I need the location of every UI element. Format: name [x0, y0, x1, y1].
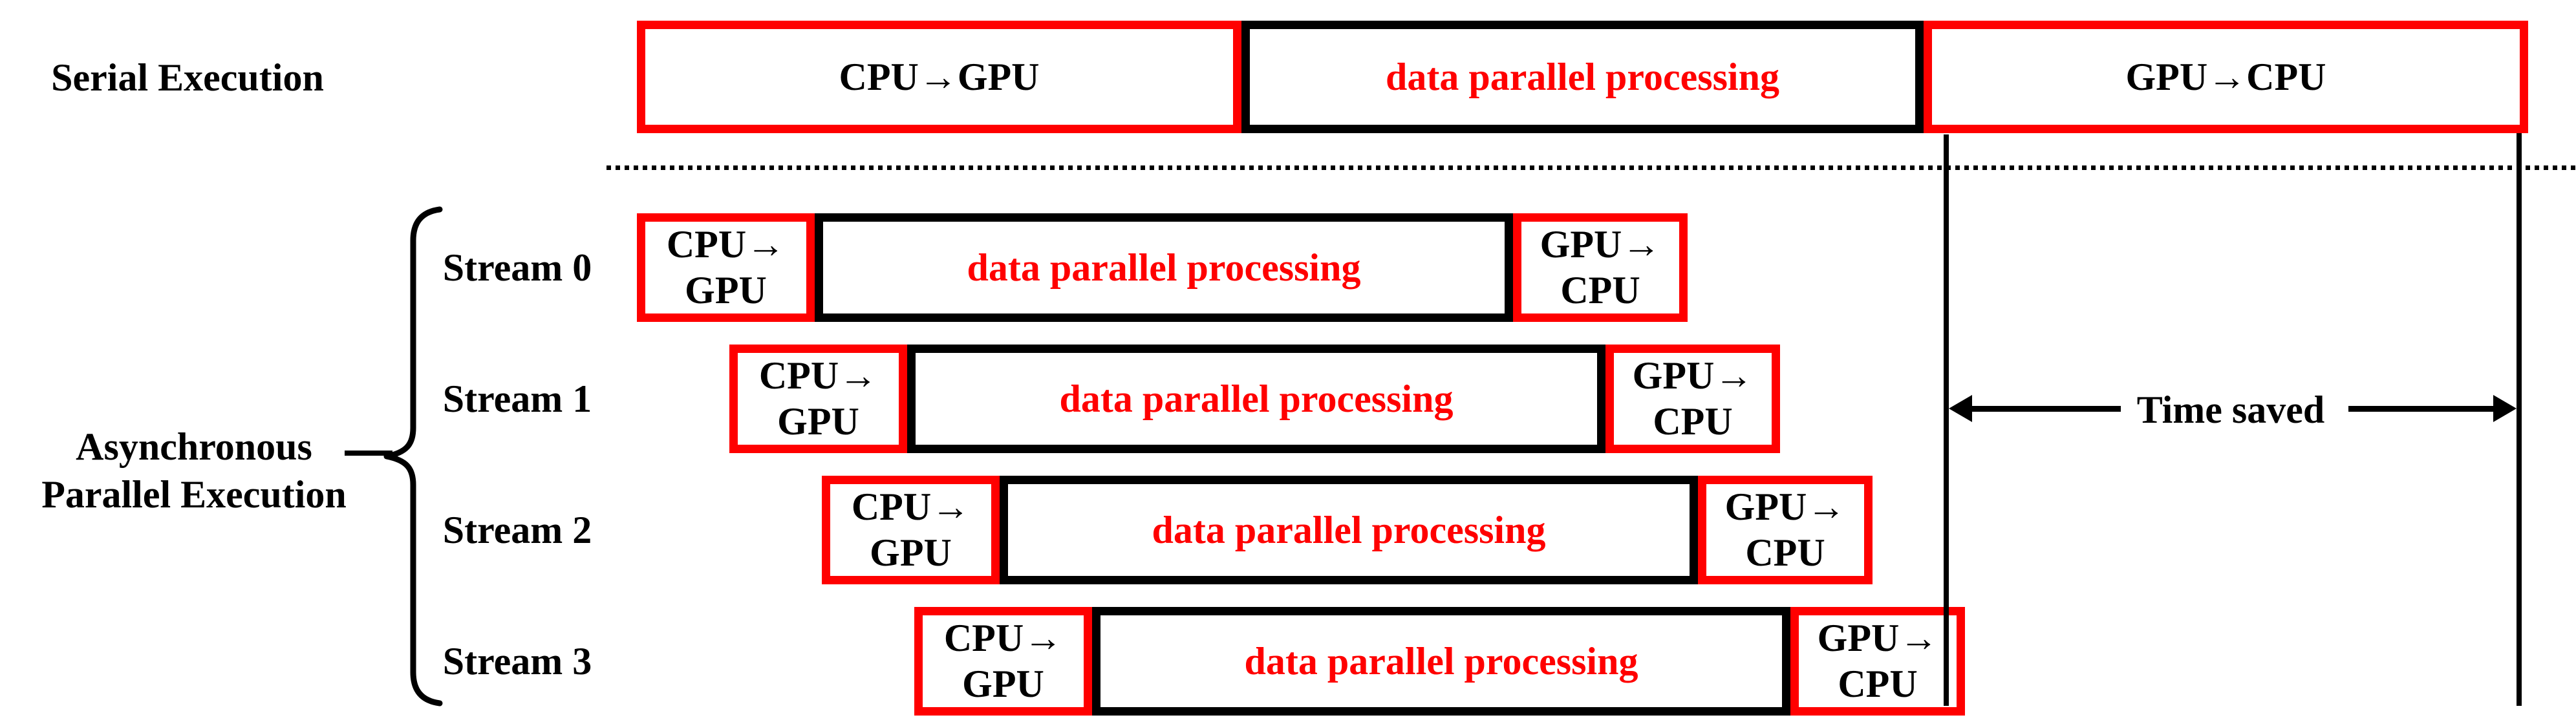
- h2d-line1: CPU→: [758, 354, 878, 397]
- stream-label-3: Stream 3: [442, 640, 592, 683]
- stream-label-0: Stream 0: [442, 246, 592, 289]
- d2h-line2: CPU: [1838, 663, 1918, 705]
- kernel-box-2: data parallel processing: [1000, 476, 1698, 584]
- serial-kernel-box: data parallel processing: [1241, 21, 1924, 133]
- h2d-line1: CPU→: [851, 485, 971, 528]
- h2d-box-1: CPU→ GPU: [729, 345, 907, 453]
- d2h-line1: GPU→: [1632, 354, 1754, 397]
- stream-row-3: CPU→ GPU data parallel processing GPU→ C…: [914, 607, 1965, 716]
- h2d-line1: CPU→: [666, 223, 786, 266]
- serial-cpu-to-gpu-box: CPU→GPU: [637, 21, 1241, 133]
- d2h-line2: CPU: [1745, 531, 1825, 574]
- stream-row-2: CPU→ GPU data parallel processing GPU→ C…: [822, 476, 1873, 584]
- h2d-line2: GPU: [685, 269, 767, 312]
- async-label-line2: Parallel Execution: [41, 473, 347, 516]
- stream-label-2: Stream 2: [442, 509, 592, 551]
- serial-execution-label: Serial Execution: [51, 56, 324, 99]
- arrow-left-segment: [1970, 406, 2121, 412]
- h2d-line2: GPU: [870, 531, 952, 574]
- arrow-left-head-icon: [1949, 395, 1972, 422]
- d2h-box-3: GPU→ CPU: [1790, 607, 1965, 716]
- curly-brace: [383, 206, 443, 706]
- kernel-box-0: data parallel processing: [815, 213, 1513, 322]
- stream-label-1: Stream 1: [442, 377, 592, 420]
- time-saved-label: Time saved: [2136, 388, 2325, 431]
- async-end-line: [1944, 134, 1949, 706]
- separator-dotted-line: [606, 165, 2576, 170]
- async-execution-label: Asynchronous Parallel Execution: [6, 423, 381, 518]
- h2d-line1: CPU→: [943, 617, 1063, 659]
- d2h-line2: CPU: [1653, 400, 1733, 443]
- d2h-line1: GPU→: [1817, 617, 1938, 659]
- serial-end-line: [2517, 133, 2522, 706]
- h2d-box-3: CPU→ GPU: [914, 607, 1092, 716]
- stream-row-0: CPU→ GPU data parallel processing GPU→ C…: [637, 213, 1688, 322]
- h2d-line2: GPU: [777, 400, 859, 443]
- h2d-box-2: CPU→ GPU: [822, 476, 1000, 584]
- stream-row-1: CPU→ GPU data parallel processing GPU→ C…: [729, 345, 1780, 453]
- kernel-box-1: data parallel processing: [907, 345, 1605, 453]
- d2h-line1: GPU→: [1724, 485, 1846, 528]
- d2h-box-1: GPU→ CPU: [1605, 345, 1780, 453]
- d2h-line1: GPU→: [1540, 223, 1661, 266]
- async-label-line1: Asynchronous: [76, 425, 312, 468]
- kernel-box-3: data parallel processing: [1092, 607, 1790, 716]
- arrow-right-segment: [2348, 406, 2495, 412]
- h2d-line2: GPU: [962, 663, 1044, 705]
- brace-connector-line: [345, 451, 392, 456]
- d2h-line2: CPU: [1560, 269, 1640, 312]
- h2d-box-0: CPU→ GPU: [637, 213, 815, 322]
- d2h-box-0: GPU→ CPU: [1513, 213, 1688, 322]
- arrow-right-head-icon: [2493, 395, 2517, 422]
- d2h-box-2: GPU→ CPU: [1698, 476, 1873, 584]
- serial-gpu-to-cpu-box: GPU→CPU: [1924, 21, 2528, 133]
